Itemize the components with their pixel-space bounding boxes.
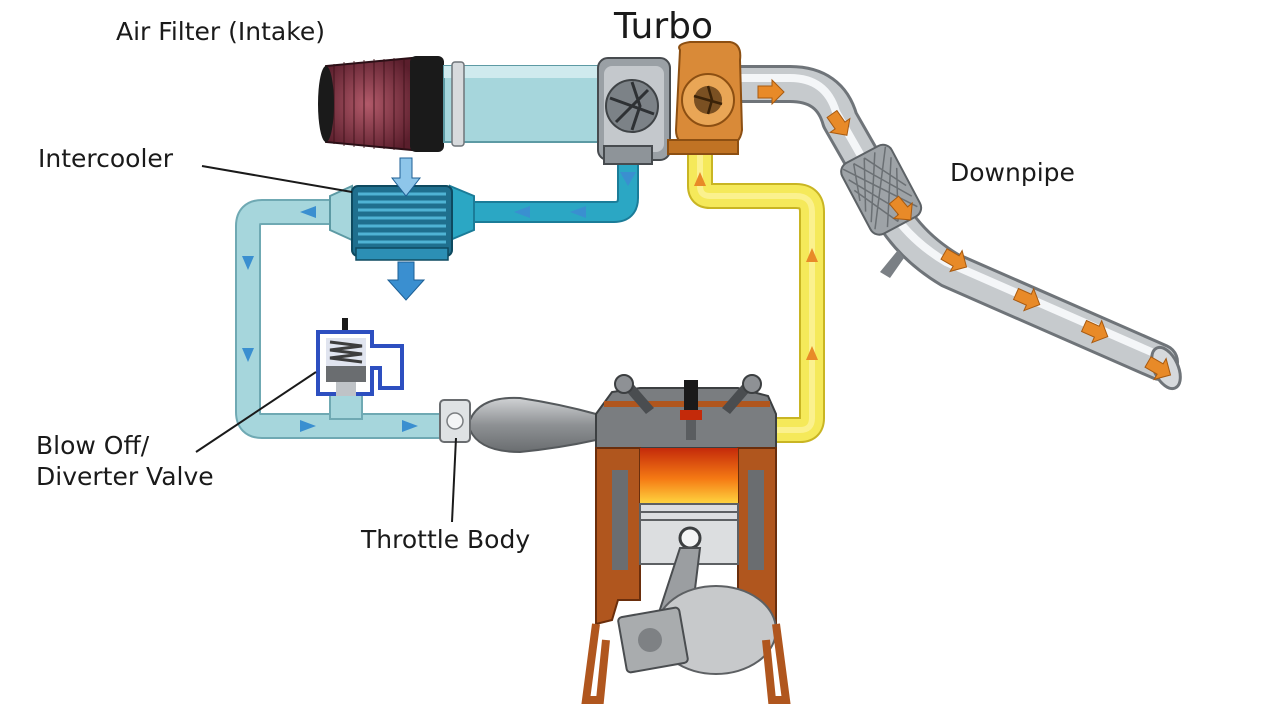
turbo-compressor-icon [597, 57, 671, 165]
turbo-label: Turbo [614, 6, 714, 47]
flow-arrow [242, 348, 254, 362]
throttle-body-label: Throttle Body [361, 525, 531, 554]
leader-lines [195, 165, 457, 523]
blow-off-valve-label: Blow Off/ Diverter Valve [36, 430, 214, 493]
flow-arrow [300, 420, 316, 432]
exhaust-arrow [1080, 319, 1109, 344]
charge-pipe [235, 199, 440, 439]
flow-arrow [514, 206, 530, 218]
air-filter-label: Air Filter (Intake) [116, 17, 325, 46]
exhaust-flow-arrow [806, 248, 818, 262]
turbine-housing-icon [667, 41, 744, 155]
flow-arrow [620, 172, 636, 186]
exhaust-arrow [826, 109, 851, 136]
flow-arrow [402, 420, 418, 432]
intake-pipe [443, 61, 609, 147]
blow-off-valve-icon [316, 318, 404, 396]
downpipe-icon [716, 65, 1182, 391]
throttle-body-icon [439, 396, 597, 454]
blow-off-valve-label-line1: Blow Off/ [36, 431, 150, 460]
exhaust-flow-arrow [806, 346, 818, 360]
engine-cylinder-icon [581, 374, 791, 704]
cool-air-arrow [390, 157, 422, 197]
exhaust-arrow [888, 195, 913, 221]
exhaust-manifold-pipe [687, 150, 825, 443]
air-filter-icon [318, 56, 444, 152]
exhaust-flow-arrow [694, 172, 706, 186]
intercooler-label: Intercooler [38, 144, 174, 173]
exhaust-arrow [757, 78, 785, 106]
blow-off-valve-label-line2: Diverter Valve [36, 462, 214, 492]
flow-arrow [300, 206, 316, 218]
downpipe-label: Downpipe [950, 158, 1075, 187]
exhaust-arrow [1144, 356, 1172, 381]
flow-arrow [242, 256, 254, 270]
hot-boost-pipe [470, 160, 639, 223]
cool-air-arrow [386, 261, 426, 301]
flow-arrow [570, 206, 586, 218]
intercooler-icon [329, 184, 475, 261]
exhaust-arrow [940, 248, 968, 273]
exhaust-arrow [1012, 287, 1041, 312]
